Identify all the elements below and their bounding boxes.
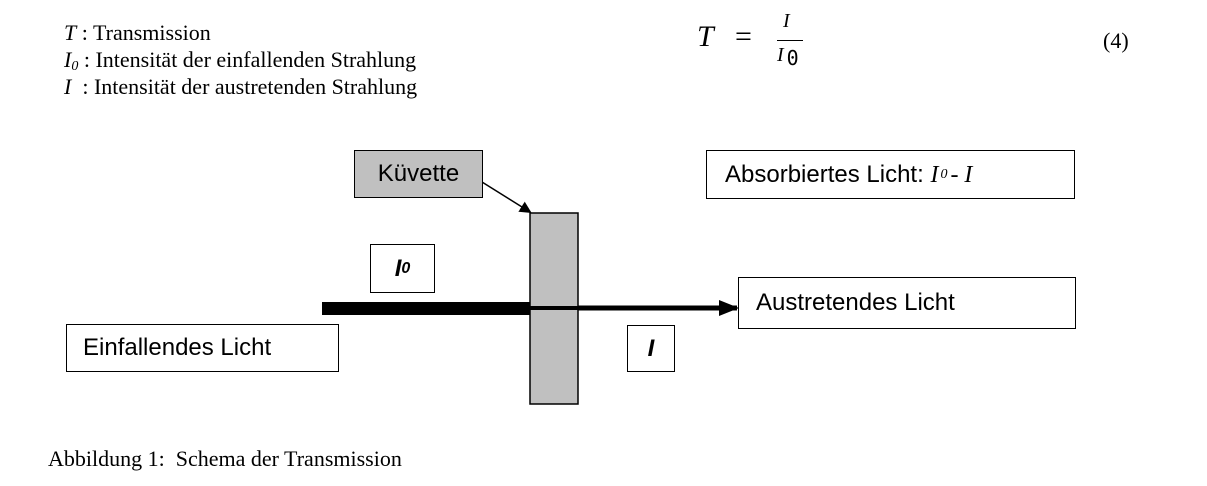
incident-light-box: Einfallendes Licht — [66, 324, 339, 372]
i0-symbol: I — [394, 254, 402, 282]
incident-light-label: Einfallendes Licht — [83, 334, 272, 361]
i-label-box: I — [627, 325, 675, 372]
legend-transmission: T : Transmission — [64, 20, 211, 46]
symbol-i: I — [64, 47, 72, 72]
fraction-numerator: I — [783, 10, 790, 32]
equation-operator: = — [735, 20, 752, 53]
legend-text: : Transmission — [76, 20, 211, 45]
symbol-i: I — [64, 74, 72, 99]
figure-caption: Abbildung 1: Schema der Transmission — [48, 446, 402, 471]
equation-number: (4) — [1103, 28, 1129, 53]
symbol-subscript: 0 — [71, 59, 79, 74]
absorbed-formula-sub: 0 — [940, 166, 948, 182]
i0-subscript: 0 — [401, 259, 411, 277]
exiting-light-box: Austretendes Licht — [738, 277, 1076, 329]
fraction-bar — [777, 40, 803, 41]
legend-text: : Intensität der einfallenden Strahlung — [78, 47, 417, 72]
cuvette-label: Küvette — [377, 160, 460, 187]
legend-incident-intensity: I0 : Intensität der einfallenden Strahlu… — [64, 47, 416, 80]
absorbed-formula-rest: - I — [950, 161, 973, 188]
legend-exiting-intensity: I : Intensität der austretenden Strahlun… — [64, 74, 417, 100]
i-symbol: I — [647, 334, 655, 362]
absorbed-formula-i0: I — [930, 161, 939, 188]
exiting-light-label: Austretendes Licht — [756, 289, 955, 316]
incident-beam — [322, 302, 532, 315]
absorbed-light-label: Absorbiertes Licht: — [725, 160, 931, 188]
equation-lhs: T — [697, 20, 714, 53]
denominator-subscript: 0 — [786, 46, 799, 70]
legend-text: : Intensität der austretenden Strahlung — [71, 74, 418, 99]
cuvette-label-box: Küvette — [354, 150, 483, 198]
symbol-t: T — [64, 20, 77, 45]
cuvette-pointer-arrow — [481, 181, 532, 214]
